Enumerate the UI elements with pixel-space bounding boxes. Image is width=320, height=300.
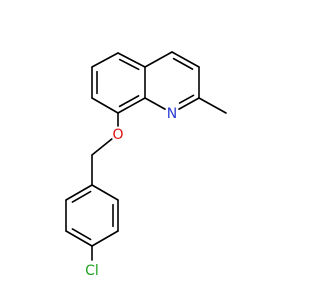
atom-label-cl: Cl	[85, 263, 99, 279]
atom-label-o: O	[112, 127, 123, 143]
double-bond-inner	[178, 94, 195, 104]
double-bond	[117, 52, 146, 68]
single-bond	[91, 97, 119, 114]
single-bond	[91, 230, 119, 247]
atom-label-n: N	[167, 106, 177, 122]
double-bond	[65, 184, 93, 201]
double-bond	[65, 230, 93, 247]
single-bond	[144, 51, 173, 68]
double-bond-inner	[118, 58, 140, 71]
double-bond-inner	[71, 228, 92, 241]
single-bond	[91, 52, 119, 68]
bonds-layer	[65, 51, 227, 261]
double-bond-inner	[172, 57, 194, 70]
double-bond	[117, 97, 146, 114]
atom-labels-layer: N O Cl	[85, 106, 177, 279]
single-bond	[198, 97, 227, 114]
single-bond	[144, 97, 166, 110]
double-bond-inner	[118, 95, 140, 108]
single-bond	[91, 184, 119, 201]
double-bond	[171, 51, 200, 68]
double-bond	[178, 97, 200, 110]
molecule-canvas: N O Cl	[65, 51, 227, 279]
double-bond-inner	[71, 190, 92, 203]
single-bond	[91, 138, 113, 156]
